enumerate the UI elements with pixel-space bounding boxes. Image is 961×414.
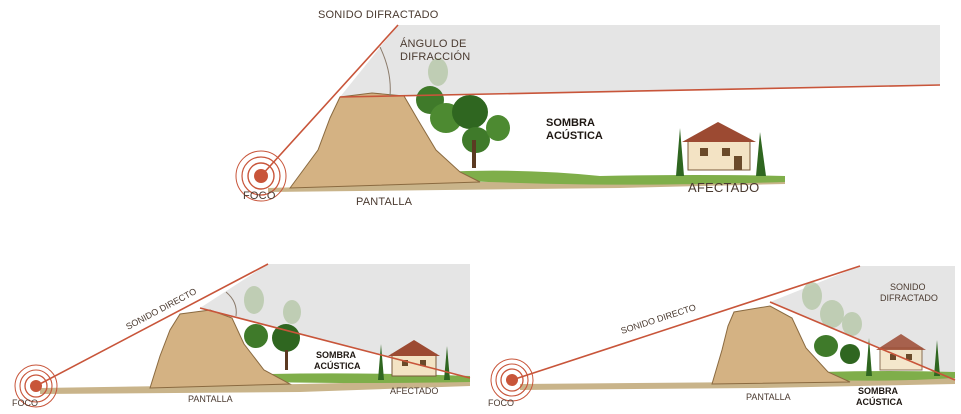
top-foliage [416,58,510,168]
top-shadow-label-2: ACÚSTICA [546,129,603,142]
br-diffracted-ray [769,301,956,381]
br-shadow-label-1: SOMBRA [858,386,898,396]
bl-angle-arc [225,291,237,317]
bl-ground [40,380,470,394]
br-diffracted-label-2: DIFRACTADO [880,293,938,303]
bl-foliage [244,286,301,370]
top-angle-label-2: DIFRACCIÓN [400,50,470,63]
bl-shadow-label-1: SOMBRA [316,350,356,360]
br-grass [820,371,955,381]
br-direct-sound-label: SONIDO DIRECTO [620,302,698,336]
bl-source-label: FOCO [12,398,38,408]
top-receiver-label: AFECTADO [688,180,759,195]
bl-shadow-label-2: ACÚSTICA [314,360,361,371]
top-sound-source [235,150,287,202]
top-barrier-label: PANTALLA [356,196,413,208]
top-shadow-label-1: SOMBRA [546,117,595,129]
bl-barrier-label: PANTALLA [188,394,233,404]
top-diffracted-ray [260,24,399,177]
br-sound-source [490,358,534,402]
top-diffraction-shadow-zone [340,25,940,97]
br-diffracted-label-1: SONIDO [890,282,926,292]
bl-grass [270,373,470,383]
top-diffracted-sound-label: SONIDO DIFRACTADO [318,9,439,21]
br-source-label: FOCO [488,398,514,408]
top-grass [440,170,785,185]
bl-direct-ray [35,263,269,387]
br-barrier-label: PANTALLA [746,392,791,402]
top-source-label: FOCO [243,190,276,202]
bl-receiver-label: AFECTADO [390,386,438,396]
top-angle-label-1: ÁNGULO DE [400,37,467,50]
top-house [676,122,766,176]
br-foliage [802,282,862,364]
bl-diffracted-ray [199,307,471,379]
top-panel: SONIDO DIFRACTADO ÁNGULO DE DIFRACCIÓN S… [235,9,941,208]
top-diffraction-edge-ray [339,84,941,98]
bottom-right-panel: SONIDO DIRECTO SONIDO DIFRACTADO SOMBRA … [488,265,956,408]
br-direct-ray [511,265,861,381]
br-shadow-label-2: ACÚSTICA [856,396,903,407]
br-barrier-hill [711,305,851,385]
top-diffraction-angle-arc [379,46,391,97]
bottom-left-panel: SONIDO DIRECTO SOMBRA ACÚSTICA FOCO PANT… [12,263,471,408]
bl-sound-source [14,364,58,408]
